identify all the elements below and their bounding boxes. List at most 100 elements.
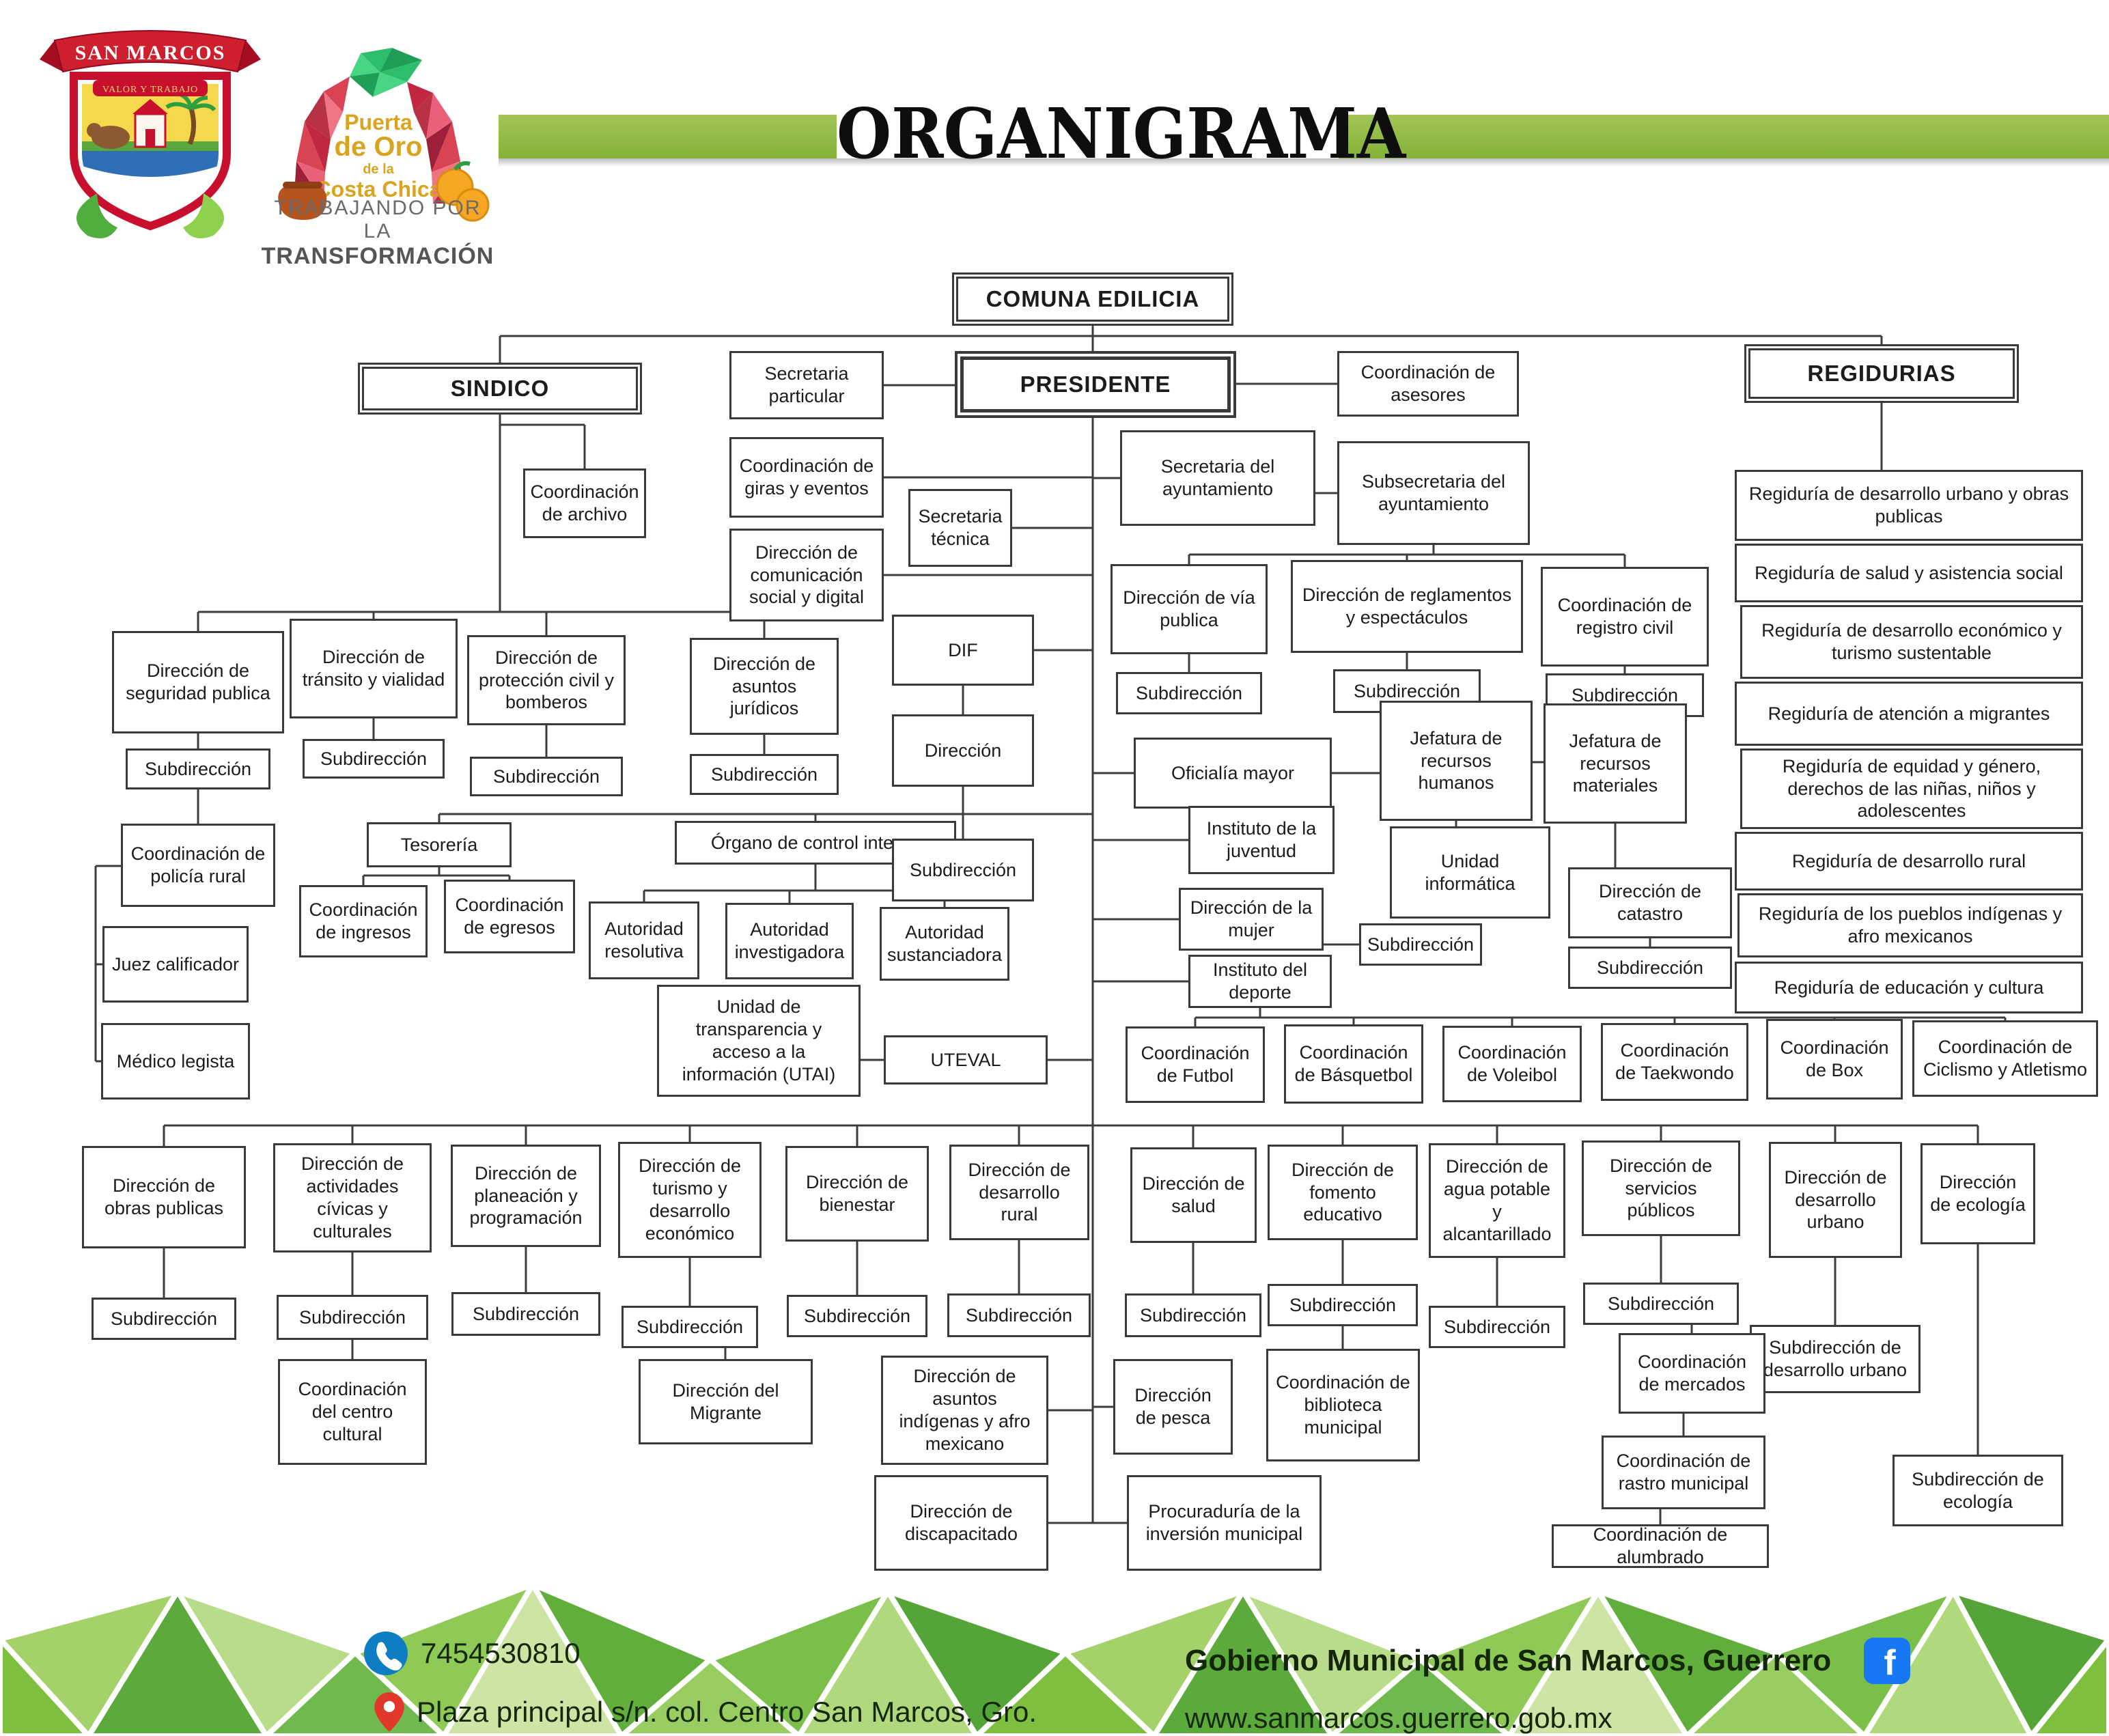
org-node-coordinacion-policia-rural: Coordinación de policía rural xyxy=(121,824,275,907)
org-node-dif-subdireccion: Subdirección xyxy=(892,839,1034,901)
org-node-secretaria-ayuntamiento: Secretaria del ayuntamiento xyxy=(1120,430,1315,526)
org-node-autoridad-resolutiva: Autoridad resolutiva xyxy=(589,901,699,979)
org-node-sub-via-publica: Subdirección xyxy=(1116,672,1262,714)
footer-government-row: Gobierno Municipal de San Marcos, Guerre… xyxy=(1185,1638,1911,1684)
tagline-line1: TRABAJANDO POR LA xyxy=(274,197,481,242)
tagline-line2: TRANSFORMACIÓN xyxy=(261,243,494,269)
org-node-medico-legista: Médico legista xyxy=(101,1023,250,1100)
puerta-line3: de la xyxy=(363,162,394,177)
org-node-direccion-servicios: Dirección de servicios públicos xyxy=(1582,1140,1740,1236)
org-node-jefatura-recursos-humanos: Jefatura de recursos humanos xyxy=(1380,701,1533,821)
org-node-autoridad-sustanciadora: Autoridad sustanciadora xyxy=(880,907,1009,981)
org-node-sub-agua: Subdirección xyxy=(1429,1306,1565,1348)
puerta-line4: Costa Chica xyxy=(316,177,442,201)
org-node-reg-desarrollo-economico: Regiduría de desarrollo económico y turi… xyxy=(1740,605,2083,679)
org-node-direccion-planeacion: Dirección de planeación y programación xyxy=(451,1145,601,1247)
title-bar-right xyxy=(1339,115,2109,158)
org-node-presidente: PRESIDENTE xyxy=(960,356,1231,412)
org-node-coordinacion-ingresos: Coordinación de ingresos xyxy=(299,885,428,957)
org-node-direccion-agua: Dirección de agua potable y alcantarilla… xyxy=(1429,1143,1565,1258)
org-node-reg-educacion: Regiduría de educación y cultura xyxy=(1735,962,2083,1013)
org-node-sub-turismo: Subdirección xyxy=(621,1306,758,1348)
org-node-secretaria-particular: Secretaria particular xyxy=(729,351,884,419)
org-node-sub-proteccion: Subdirección xyxy=(470,757,623,796)
footer-website-row: www.sanmarcos.guerrero.gob.mx xyxy=(1185,1702,1612,1735)
org-node-coordinacion-giras: Coordinación de giras y eventos xyxy=(729,437,884,518)
puerta-de-oro-logo: Puerta de Oro de la Costa Chica xyxy=(278,48,490,222)
org-node-secretaria-tecnica: Secretaria técnica xyxy=(908,489,1012,567)
org-node-direccion-migrante: Dirección del Migrante xyxy=(639,1359,813,1444)
org-node-reg-desarrollo-urbano: Regiduría de desarrollo urbano y obras p… xyxy=(1735,470,2083,541)
org-node-tesoreria: Tesorería xyxy=(367,822,512,867)
org-node-coordinacion-registro-civil: Coordinación de registro civil xyxy=(1541,567,1709,667)
location-pin-icon xyxy=(374,1692,404,1732)
title-bar-shadow xyxy=(499,158,2109,167)
org-node-comuna-edilicia: COMUNA EDILICIA xyxy=(956,277,1229,322)
org-node-sub-desarrollo-urbano: Subdirección de desarrollo urbano xyxy=(1750,1325,1921,1393)
org-node-coordinacion-asesores: Coordinación de asesores xyxy=(1337,351,1519,417)
org-node-direccion-proteccion: Dirección de protección civil y bomberos xyxy=(467,635,626,725)
page-title: ORGANIGRAMA xyxy=(837,93,1406,175)
escudo-banner-text: SAN MARCOS xyxy=(75,42,226,64)
footer-address-row: Plaza principal s/n. col. Centro San Mar… xyxy=(374,1692,1037,1732)
org-node-unidad-informatica: Unidad informática xyxy=(1390,826,1550,919)
org-node-instituto-juventud: Instituto de la juventud xyxy=(1188,806,1335,874)
org-node-subsecretaria-ayuntamiento: Subsecretaria del ayuntamiento xyxy=(1337,441,1530,545)
org-node-direccion-indigenas: Dirección de asuntos indígenas y afro me… xyxy=(881,1356,1048,1465)
org-node-coordinacion-mercados: Coordinación de mercados xyxy=(1619,1333,1765,1414)
org-node-reg-salud: Regiduría de salud y asistencia social xyxy=(1735,544,2083,602)
org-node-reg-migrantes: Regiduría de atención a migrantes xyxy=(1735,682,2083,746)
org-node-regidurias: REGIDURIAS xyxy=(1748,348,2015,399)
phone-icon xyxy=(364,1632,408,1675)
org-node-coordinacion-taekwondo: Coordinación de Taekwondo xyxy=(1601,1023,1748,1101)
org-node-reg-pueblos-indigenas: Regiduría de los pueblos indígenas y afr… xyxy=(1737,893,2083,957)
org-node-jefatura-recursos-materiales: Jefatura de recursos materiales xyxy=(1544,703,1687,824)
org-node-coordinacion-egresos: Coordinación de egresos xyxy=(444,880,575,953)
org-node-direccion-discapacitado: Dirección de discapacitado xyxy=(874,1475,1048,1571)
org-node-direccion-civicas: Dirección de actividades cívicas y cultu… xyxy=(273,1143,432,1252)
org-node-procuraduria-inversion: Procuraduría de la inversión municipal xyxy=(1127,1475,1322,1571)
org-node-sub-ecologia: Subdirección de ecología xyxy=(1892,1455,2063,1526)
org-node-coordinacion-alumbrado: Coordinación de alumbrado xyxy=(1552,1524,1769,1568)
svg-text:f: f xyxy=(1884,1643,1897,1683)
org-node-sub-juridicos: Subdirección xyxy=(690,754,839,795)
escudo-motto-text: VALOR Y TRABAJO xyxy=(102,85,198,95)
org-node-coordinacion-archivo: Coordinación de archivo xyxy=(523,468,646,538)
org-node-sub-bienestar: Subdirección xyxy=(787,1295,927,1337)
puerta-line1: Puerta xyxy=(344,110,413,135)
org-node-coordinacion-rastro: Coordinación de rastro municipal xyxy=(1602,1436,1765,1509)
org-node-direccion-turismo: Dirección de turismo y desarrollo económ… xyxy=(618,1142,762,1258)
org-node-direccion-comunicacion: Dirección de comunicación social y digit… xyxy=(729,529,884,621)
org-node-direccion-seguridad: Dirección de seguridad publica xyxy=(112,631,284,733)
org-node-coordinacion-biblioteca: Coordinación de biblioteca municipal xyxy=(1266,1349,1420,1461)
org-node-juez-calificador: Juez calificador xyxy=(102,926,249,1003)
org-node-autoridad-investigadora: Autoridad investigadora xyxy=(725,903,854,979)
san-marcos-coat-of-arms: SAN MARCOS VALOR Y TRABAJO xyxy=(40,30,261,238)
address-text: Plaza principal s/n. col. Centro San Mar… xyxy=(417,1696,1037,1728)
org-node-sub-seguridad: Subdirección xyxy=(126,748,270,789)
org-node-direccion-pesca: Dirección de pesca xyxy=(1113,1359,1233,1455)
org-node-reg-equidad: Regiduría de equidad y género, derechos … xyxy=(1740,748,2083,829)
puerta-line2: de Oro xyxy=(335,132,423,162)
org-node-coordinacion-centro-cultural: Coordinación del centro cultural xyxy=(278,1359,427,1465)
facebook-icon[interactable]: f xyxy=(1864,1638,1911,1684)
org-node-utai: Unidad de transparencia y acceso a la in… xyxy=(657,985,861,1097)
org-node-coordinacion-box: Coordinación de Box xyxy=(1766,1019,1903,1100)
org-node-sub-salud: Subdirección xyxy=(1125,1293,1261,1337)
org-node-sindico: SINDICO xyxy=(362,367,638,410)
org-node-direccion-reglamentos: Dirección de reglamentos y espectáculos xyxy=(1291,560,1523,653)
org-node-dif: DIF xyxy=(892,615,1034,686)
website-url[interactable]: www.sanmarcos.guerrero.gob.mx xyxy=(1185,1702,1612,1734)
phone-number: 7454530810 xyxy=(421,1637,581,1669)
org-node-coordinacion-futbol: Coordinación de Futbol xyxy=(1126,1026,1265,1103)
org-node-sub-planeacion: Subdirección xyxy=(451,1292,600,1336)
title-bar-left xyxy=(499,115,837,158)
org-node-sub-civicas: Subdirección xyxy=(277,1295,428,1340)
org-node-dif-direccion: Dirección xyxy=(892,714,1034,787)
org-node-coordinacion-voleibol: Coordinación de Voleibol xyxy=(1442,1026,1582,1102)
org-node-sub-catastro: Subdirección xyxy=(1568,947,1732,989)
org-node-uteval: UTEVAL xyxy=(884,1035,1048,1084)
org-node-instituto-deporte: Instituto del deporte xyxy=(1188,955,1332,1008)
